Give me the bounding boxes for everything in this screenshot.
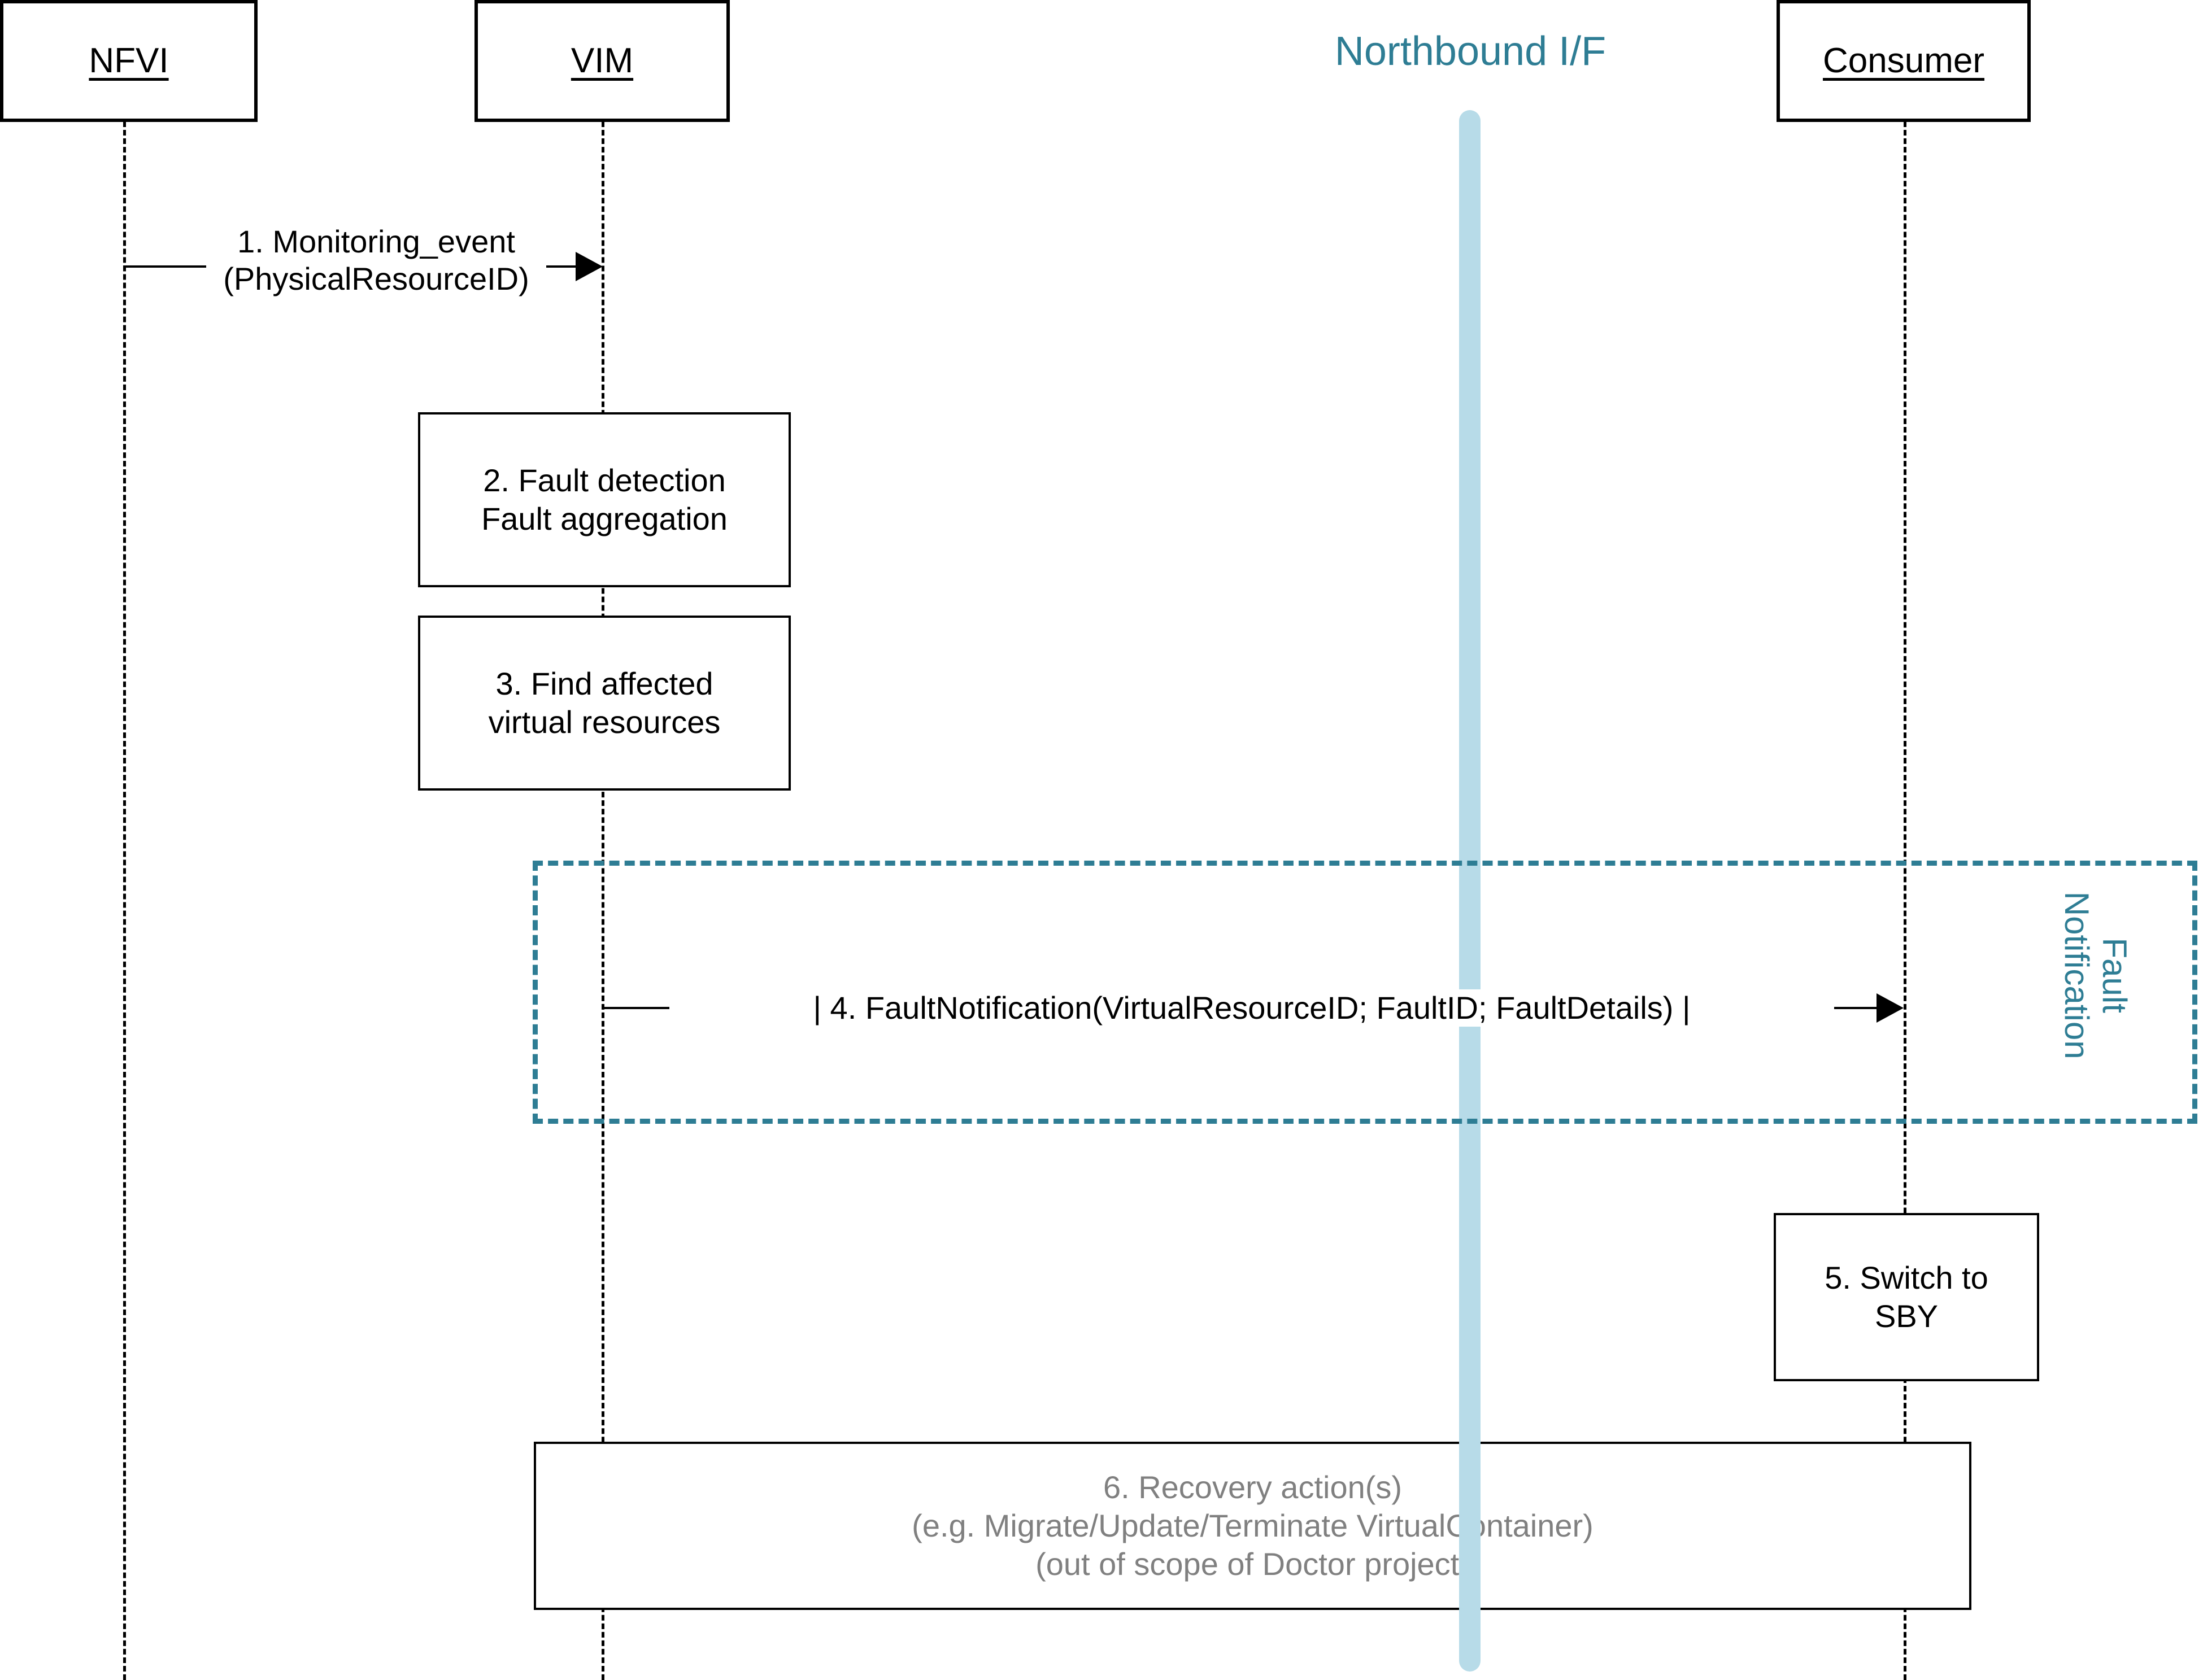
actor-label-nfvi: NFVI: [89, 41, 169, 80]
action-box-step6-line3: (out of scope of Doctor project): [1035, 1546, 1470, 1582]
action-box-step3[interactable]: 3. Find affected virtual resources: [418, 616, 791, 791]
action-box-step6-line1: 6. Recovery action(s): [1103, 1469, 1403, 1505]
message-1-label-line2: (PhysicalResourceID): [223, 261, 529, 297]
action-box-step3-line2: virtual resources: [488, 704, 721, 740]
actor-box-vim[interactable]: VIM: [474, 0, 730, 122]
actor-label-consumer: Consumer: [1823, 41, 1984, 80]
action-box-step5[interactable]: 5. Switch to SBY: [1774, 1213, 2039, 1381]
fragment-label-line1: Fault: [2096, 937, 2134, 1013]
northbound-interface-bar: [1459, 110, 1481, 1672]
action-box-step2[interactable]: 2. Fault detection Fault aggregation: [418, 412, 791, 587]
fault-notification-fragment-label: Fault Notification: [2058, 857, 2134, 1094]
action-box-step5-line2: SBY: [1874, 1298, 1939, 1334]
lifeline-nfvi: [123, 121, 126, 1680]
northbound-interface-title: Northbound I/F: [1334, 29, 1606, 74]
action-box-step3-line1: 3. Find affected: [495, 665, 713, 701]
actor-box-consumer[interactable]: Consumer: [1777, 0, 2031, 122]
message-1-label: 1. Monitoring_event (PhysicalResourceID): [206, 223, 546, 298]
action-box-step6[interactable]: 6. Recovery action(s) (e.g. Migrate/Upda…: [534, 1442, 1971, 1610]
lifeline-vim: [602, 121, 604, 1680]
message-1-arrowhead: [576, 252, 603, 281]
action-box-step2-line2: Fault aggregation: [481, 501, 728, 536]
actor-box-nfvi[interactable]: NFVI: [0, 0, 258, 122]
fragment-label-line2: Notification: [2058, 891, 2096, 1059]
action-box-step6-line2: (e.g. Migrate/Update/Terminate VirtualCo…: [912, 1507, 1594, 1543]
lifeline-consumer: [1904, 121, 1906, 1680]
message-4-label: | 4. FaultNotification(VirtualResourceID…: [669, 989, 1834, 1027]
actor-label-vim: VIM: [571, 41, 634, 80]
action-box-step2-line1: 2. Fault detection: [483, 462, 726, 498]
message-4-arrowhead: [1877, 993, 1904, 1023]
action-box-step5-line1: 5. Switch to: [1825, 1259, 1988, 1295]
message-1-label-line1: 1. Monitoring_event: [237, 224, 515, 259]
